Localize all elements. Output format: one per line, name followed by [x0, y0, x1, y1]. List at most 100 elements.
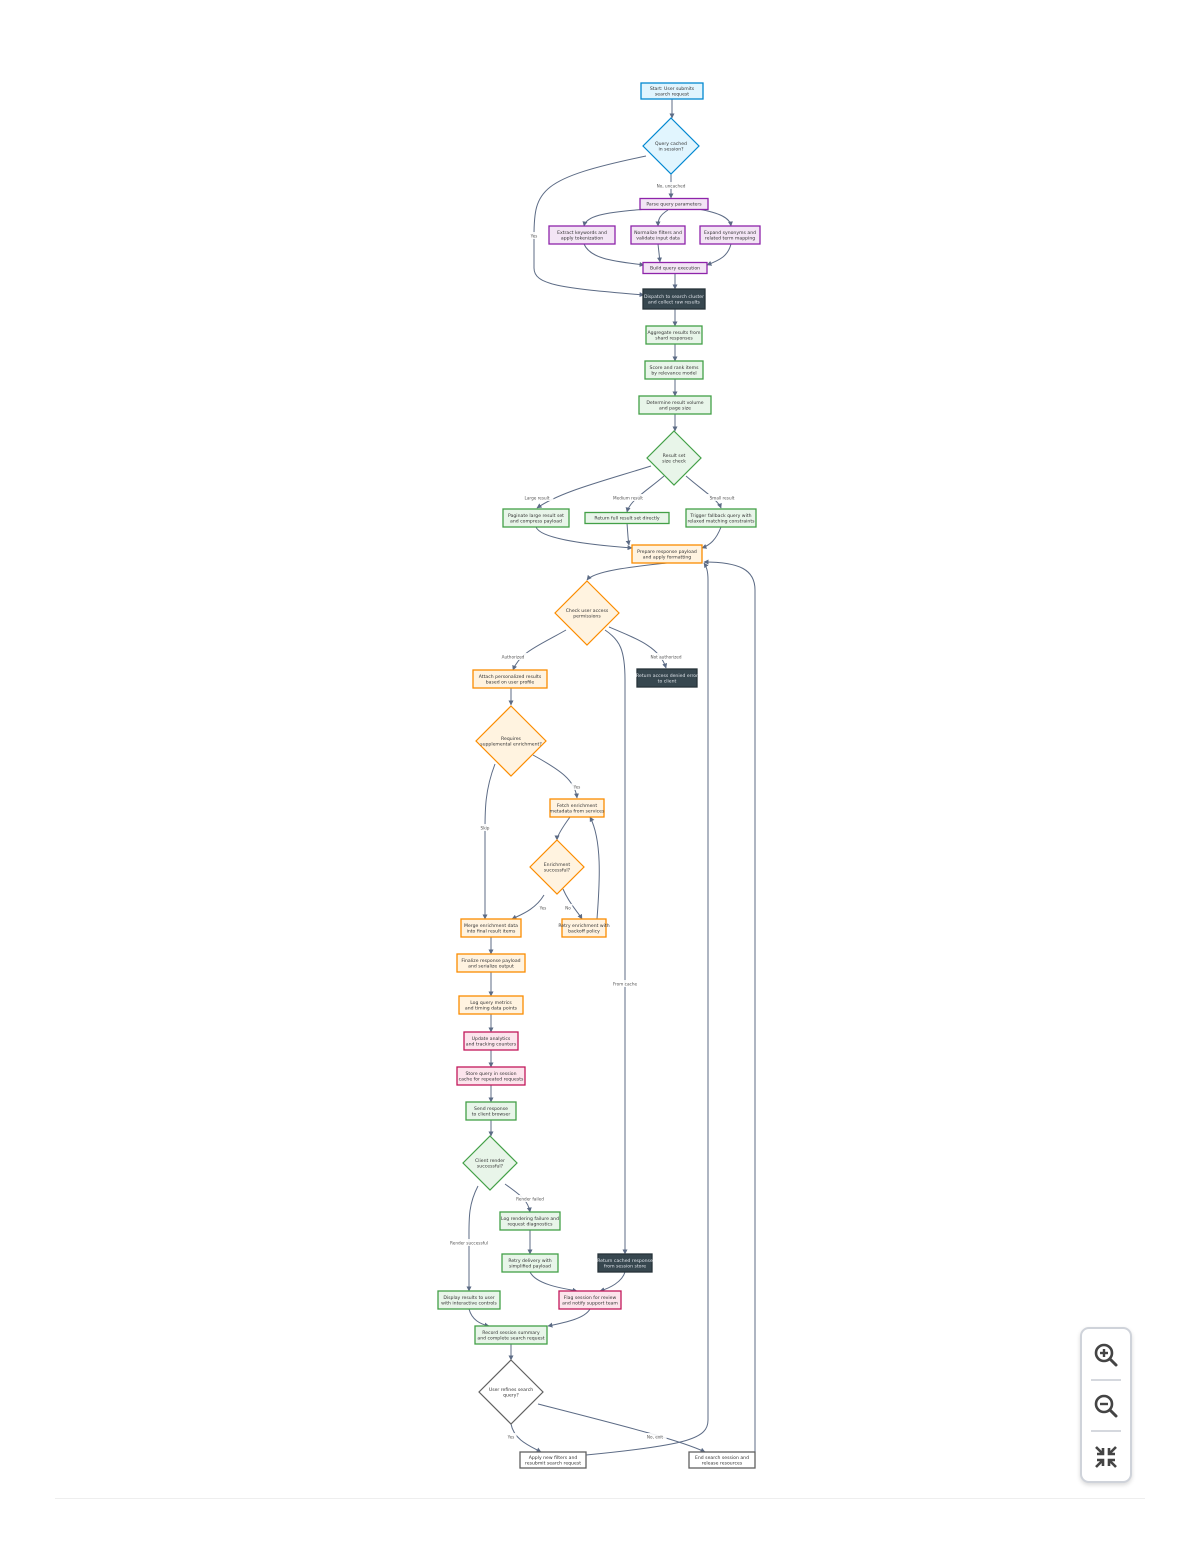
process-box — [644, 360, 704, 380]
edge-n3-n4 — [582, 208, 651, 227]
edge-n35-n36 — [547, 1308, 591, 1328]
process-box — [640, 82, 704, 100]
node-label: Apply new filters and — [529, 1455, 578, 1461]
edge-n20-n23 — [482, 763, 496, 920]
node-label: Return full result set directly — [594, 516, 660, 522]
zoom-out-button[interactable] — [1088, 1388, 1124, 1424]
edge-n37-n39 — [537, 1403, 706, 1453]
process-box — [456, 1066, 526, 1086]
edge-label-text: No, exit — [647, 1435, 664, 1440]
process-box — [642, 261, 708, 275]
node-label: successful? — [544, 867, 571, 873]
node-label: Client render — [475, 1158, 505, 1164]
edge-label-text: No, uncached — [657, 184, 686, 189]
flow-node-n3[interactable]: Parse query parameters — [639, 197, 709, 211]
flow-node-n7[interactable]: Build query execution — [642, 261, 708, 275]
node-label: Finalize response payload — [461, 958, 520, 964]
node-label: User refines search — [489, 1387, 533, 1393]
edge-label-bg — [647, 653, 685, 660]
node-label: and tracking counters — [466, 1041, 517, 1047]
node-label: Update analytics — [472, 1036, 511, 1042]
node-label: Build query execution — [650, 266, 700, 272]
edge-label-bg — [446, 1239, 492, 1246]
node-label: based on user profile — [486, 679, 535, 685]
edge-label-text: Large result — [525, 496, 550, 501]
node-label: Prepare response payload — [637, 549, 697, 555]
node-label: and compress payload — [510, 518, 562, 524]
node-label: into final result items — [467, 928, 516, 934]
edge-n6-n7 — [706, 243, 732, 266]
node-label: Parse query parameters — [646, 202, 702, 208]
decision-diamond — [642, 117, 700, 175]
node-label: and apply formatting — [643, 554, 692, 560]
decision-diamond — [478, 1359, 544, 1425]
node-label: to client — [658, 678, 677, 684]
node-label: Aggregate results from — [648, 330, 701, 336]
process-box — [561, 918, 607, 938]
process-box — [558, 1290, 622, 1310]
node-label: Retry enrichment with — [558, 923, 609, 929]
fit-view-button[interactable] — [1088, 1439, 1124, 1475]
edge-n15-n16 — [701, 526, 722, 549]
edge-n3-n6 — [697, 208, 733, 227]
process-box — [474, 1325, 548, 1345]
edge-n21-n22 — [554, 816, 571, 841]
process-box — [631, 544, 703, 564]
zoom-out-icon — [1094, 1394, 1118, 1418]
collapse-fit-icon — [1095, 1446, 1117, 1468]
bottom-divider — [55, 1498, 1145, 1499]
process-box — [549, 798, 605, 818]
zoom-separator — [1091, 1379, 1121, 1381]
process-box — [584, 511, 670, 525]
edge-label-bg — [528, 232, 540, 239]
process-box — [638, 395, 712, 415]
zoom-in-button[interactable] — [1088, 1337, 1124, 1373]
node-label: Return access denied error — [636, 673, 698, 679]
edge-label: Yes — [528, 232, 540, 239]
node-label: in session? — [658, 146, 684, 152]
edge-label: Medium result — [610, 494, 646, 501]
node-label: Determine result volume — [646, 400, 703, 406]
node-label: and notify support team — [562, 1300, 618, 1306]
edge-label-bg — [610, 494, 646, 501]
node-label: resubmit search request — [525, 1460, 581, 1466]
flow-node-n14[interactable]: Return full result set directly — [584, 511, 670, 525]
